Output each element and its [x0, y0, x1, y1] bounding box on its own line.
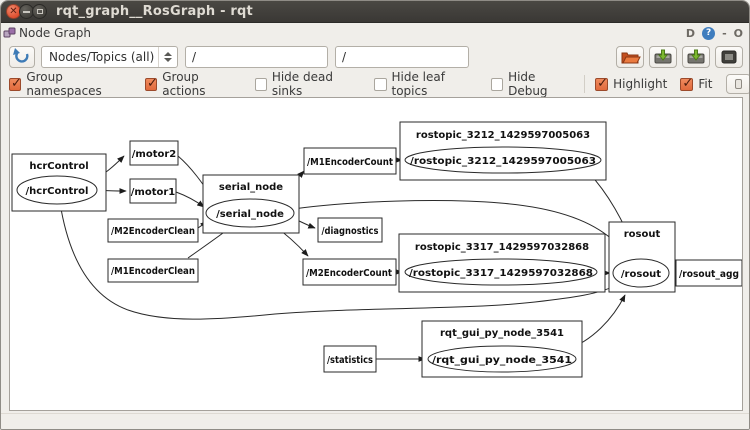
panel-minimize-button[interactable]: - [722, 26, 727, 40]
topic-label: /diagnostics [322, 226, 379, 237]
save-image-icon [687, 49, 705, 64]
topic-label: /statistics [327, 355, 373, 366]
topic-label: /M2EncoderCount [306, 268, 392, 279]
node-ellipse-hcrcontrol [16, 175, 98, 205]
topic-box-rosoutagg [675, 259, 742, 287]
topic-box-m2encoderclean [107, 218, 199, 243]
topic-box-motor2 [129, 140, 179, 166]
topic-box-m2encodercount [302, 258, 397, 286]
fit-rect-icon [735, 79, 743, 89]
edge-motor1-serialnode [175, 191, 205, 208]
namespace-label: serial_node [219, 182, 283, 193]
screenshot-button[interactable] [715, 46, 743, 68]
node-ellipse-rostopic3212 [404, 146, 602, 174]
topic-label: /motor2 [132, 149, 177, 160]
window-title: rqt_graph__RosGraph - rqt [56, 4, 253, 19]
node-ellipse-rosout [612, 258, 670, 288]
topic-box-motor1 [129, 178, 177, 204]
checkbox-icon[interactable] [490, 77, 504, 91]
filter-mode-value: Nodes/Topics (all) [49, 50, 155, 64]
namespace-label: rosout [624, 229, 661, 240]
checkbox-label: Hide Debug [508, 70, 548, 98]
node-label: /hcrControl [26, 186, 89, 197]
node-label: /rosout [621, 269, 661, 280]
node-label: /rostopic_3317_1429597032868 [409, 268, 593, 279]
checkbox-icon[interactable] [144, 76, 158, 91]
refresh-circular-arrow-icon [13, 48, 29, 63]
fit-in-view-button[interactable] [726, 74, 749, 94]
checkbox-label: Highlight [613, 77, 668, 91]
checkbox-label: Hide leaf topics [391, 70, 445, 98]
topic-filter-input[interactable] [335, 46, 469, 68]
status-bar [1, 413, 749, 429]
node-ellipse-rostopic3317 [404, 258, 598, 286]
namespace-label: rostopic_3212_1429597005063 [416, 130, 590, 141]
refresh-button[interactable] [9, 46, 35, 68]
save-dot-button[interactable] [649, 46, 677, 68]
namespace-label: rqt_gui_py_node_3541 [440, 328, 564, 339]
panel-title: Node Graph [19, 26, 91, 40]
node-label: /rqt_gui_py_node_3541 [432, 355, 572, 366]
title-bar: ✕ rqt_graph__RosGraph - rqt [1, 1, 749, 23]
topic-label: /rosout_agg [679, 269, 739, 280]
topic-label: /M2EncoderClean [111, 226, 195, 237]
graph-node-ellipses: /hcrControl /serial_node /rostopic_3212_… [16, 146, 670, 373]
screenshot-icon [721, 50, 737, 64]
open-folder-icon [621, 52, 641, 64]
node-ellipse-serialnode [205, 198, 295, 228]
checkbox-label: Group actions [162, 70, 206, 98]
checkbox-icon[interactable] [254, 77, 267, 91]
topic-label: /M1EncoderCount [307, 157, 393, 168]
checkbox-hide-dead-sinks[interactable]: Hide dead sinks [254, 70, 362, 98]
checkbox-label: Group namespaces [26, 70, 102, 98]
panel-header: Node Graph D ? - O [1, 23, 749, 43]
topic-label: /motor1 [131, 187, 176, 198]
edge-hcrcontrol-rosout [59, 202, 619, 320]
checkbox-label: Hide dead sinks [271, 70, 333, 98]
checkbox-group-namespaces[interactable]: Group namespaces [9, 70, 135, 98]
window-maximize-button[interactable] [32, 4, 47, 19]
checkbox-fit[interactable]: Fit [680, 76, 713, 91]
load-dot-button[interactable] [616, 46, 644, 68]
node-ellipse-rqtgui [427, 345, 577, 373]
toolbar-separator [584, 75, 586, 93]
checkbox-label: Fit [698, 77, 713, 91]
save-image-button[interactable] [682, 46, 710, 68]
help-button[interactable]: ? [702, 26, 716, 40]
checkbox-hide-debug[interactable]: Hide Debug [490, 70, 574, 98]
checkbox-icon[interactable] [9, 76, 22, 91]
filter-mode-dropdown[interactable]: Nodes/Topics (all) [41, 46, 178, 68]
namespace-label: rostopic_3317_1429597032868 [415, 242, 589, 253]
checkbox-group-actions[interactable]: Group actions [144, 70, 241, 98]
checkbox-icon[interactable] [680, 76, 694, 91]
panel-float-button[interactable]: O [733, 26, 743, 40]
graph-options-bar: Group namespaces Group actions Hide dead… [1, 70, 749, 98]
checkbox-highlight[interactable]: Highlight [595, 76, 668, 91]
checkbox-hide-leaf-topics[interactable]: Hide leaf topics [374, 70, 479, 98]
topic-box-m1encodercount [303, 147, 397, 175]
node-graph-canvas[interactable]: hcrControl serial_node rostopic_3212_142… [9, 97, 743, 411]
topic-box-m1encoderclean [107, 258, 199, 283]
topic-box-diagnostics [317, 217, 383, 243]
dropdown-spinner-icon[interactable] [158, 47, 177, 67]
checkbox-icon[interactable] [595, 76, 609, 91]
node-label: /serial_node [216, 209, 284, 220]
save-dot-file-icon [654, 49, 672, 64]
graph-topic-boxes: /motor2 /motor1 /M2EncoderClean /M1Encod… [107, 140, 742, 373]
ros-node-graph: hcrControl serial_node rostopic_3212_142… [11, 121, 742, 378]
topic-label: /M1EncoderClean [111, 266, 195, 277]
graph-toolbar: Nodes/Topics (all) [1, 43, 749, 71]
checkbox-icon[interactable] [374, 77, 387, 91]
node-label: /rostopic_3212_1429597005063 [410, 156, 596, 167]
topic-box-statistics [323, 345, 377, 373]
node-graph-icon [3, 27, 16, 38]
dock-button[interactable]: D [685, 26, 696, 40]
namespace-label: hcrControl [29, 161, 88, 172]
namespace-filter-input[interactable] [185, 46, 328, 68]
